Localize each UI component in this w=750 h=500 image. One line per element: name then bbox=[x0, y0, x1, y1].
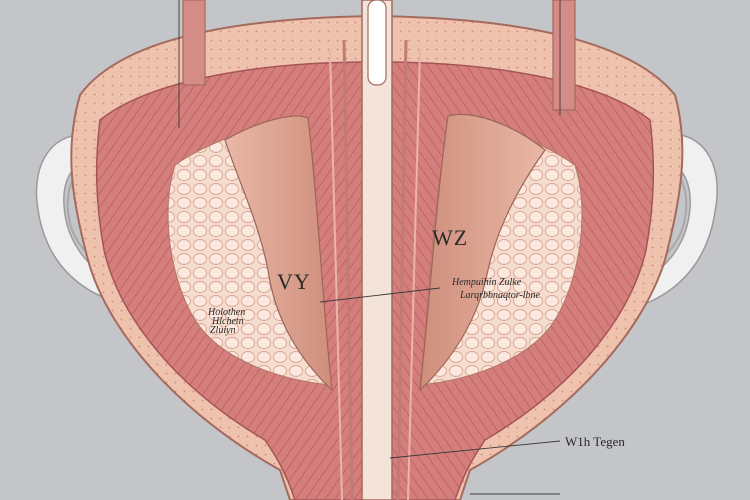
label-right-annotation-1: Hempuihin Zulke bbox=[451, 277, 522, 288]
label-vy: VY bbox=[277, 269, 311, 294]
central-canal bbox=[367, 0, 387, 86]
right-cavity bbox=[419, 113, 546, 392]
left-vertical-duct bbox=[182, 0, 206, 86]
septum-fiber-right-2 bbox=[407, 49, 421, 500]
label-wz: WZ bbox=[432, 225, 468, 250]
septum-fiber-left bbox=[342, 39, 354, 500]
septum-fiber-left-2 bbox=[329, 49, 343, 500]
left-cavity bbox=[224, 115, 333, 392]
label-left-annotation-2: Hlchetn bbox=[211, 316, 244, 327]
label-left-annotation-3: Zluiyn bbox=[210, 325, 236, 336]
label-right-annotation-2: Larqrbbnaqtor-lbne bbox=[459, 290, 541, 301]
septum-fiber-right bbox=[396, 39, 408, 500]
label-left-annotation-1: Holothen bbox=[207, 307, 245, 318]
right-vertical-duct bbox=[552, 0, 576, 111]
leader-center bbox=[319, 287, 441, 303]
leader-bottom-right bbox=[389, 440, 561, 459]
label-bottom-right: W1h Tegen bbox=[565, 434, 625, 449]
